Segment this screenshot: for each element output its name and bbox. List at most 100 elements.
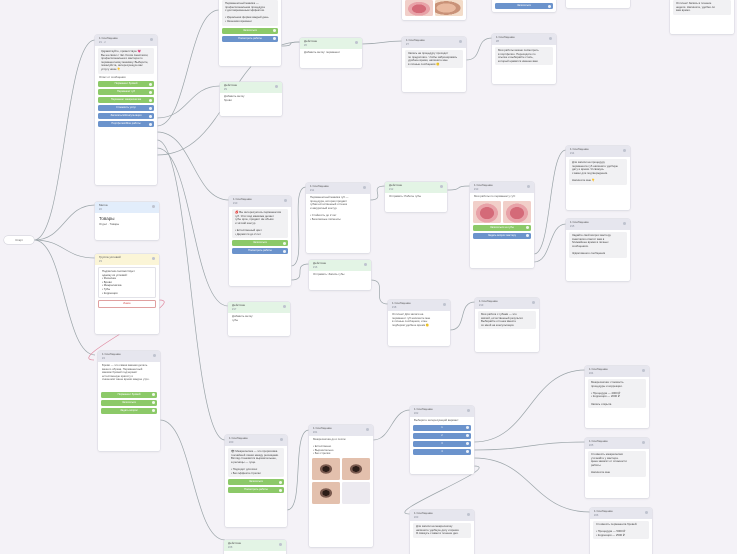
message-node-mid-1[interactable]: 1 Сообщение#11 Перманентный макияж губ —…	[306, 183, 370, 253]
eyes-gallery-node[interactable]: 1 Сообщение#21 Межресничка до и после: •…	[309, 425, 373, 547]
node-header: 1 Сообщение#22	[410, 406, 474, 417]
node-header: 1 Сообщение#14	[566, 146, 630, 157]
book-button[interactable]: Записаться	[495, 3, 553, 9]
connector-line	[156, 9, 220, 127]
book-button[interactable]: Записаться	[101, 399, 157, 406]
image-pair	[405, 0, 463, 16]
message-node-mid-4[interactable]: 1 Сообщение#19 Моя работа с губами — это…	[475, 298, 539, 352]
node-header: Действие#17	[228, 302, 290, 313]
message-text: Здравствуйте, приветствую 💗 Вы на связи …	[98, 48, 154, 74]
ask-button[interactable]: Задать вопрос	[101, 407, 157, 414]
top-message-node[interactable]: Перманентный макияж — профессиональная п…	[219, 0, 281, 66]
book-button[interactable]: Записаться	[232, 240, 288, 247]
connector-line	[361, 40, 403, 45]
action-text: Добавить метку брови	[224, 94, 245, 102]
portfolio-button[interactable]: Портфолио/Мои работы	[98, 121, 154, 128]
message-node-right-2[interactable]: 1 Сообщение#15 Задайте свой вопрос масте…	[566, 219, 630, 281]
action-node-mid-4[interactable]: Действие#17 Добавить метку: губы	[228, 302, 290, 336]
connector-line	[370, 279, 389, 305]
message-node-far-2[interactable]: 1 Сообщение#25 Стоимость межреснички уто…	[585, 438, 649, 498]
connector-line	[33, 39, 96, 241]
node-header: 1 Сообщение#25	[585, 438, 649, 449]
top-strip-node[interactable]: Записаться	[492, 0, 556, 12]
node-header: 1 Сообщение#8	[492, 34, 556, 45]
lash-button[interactable]: Перманент межресничка	[98, 97, 154, 104]
condition-group-node[interactable]: Группа условий#3 Подписчик соответствует…	[95, 254, 159, 334]
message-node-low-2[interactable]: 1 Сообщение#23 Для записи на межресничку…	[410, 510, 474, 554]
node-header: Действие#28	[224, 540, 286, 551]
node-header: Действие#12	[385, 182, 447, 193]
option-4-button[interactable]: 4	[413, 448, 471, 455]
message-text: Стоимость межреснички уточняйте у мастер…	[588, 451, 646, 477]
else-button[interactable]: Иначе	[98, 300, 156, 309]
book-button[interactable]: Записаться	[222, 27, 278, 34]
message-node-far-3[interactable]: 1 Сообщение#26 Стоимость перманента бров…	[590, 508, 652, 554]
action-text: Добавить метку: перманент	[304, 50, 341, 54]
eye-photos-2	[312, 481, 370, 504]
action-node-mid-3[interactable]: Действие#16 Отправить: Запись губы	[309, 260, 371, 290]
connector-line	[473, 457, 591, 513]
node-header: 1 Сообщение#11	[306, 183, 370, 194]
option-1-button[interactable]: 1	[413, 424, 471, 431]
node-header: 1 Сообщение#23	[410, 510, 474, 521]
lips-message-node[interactable]: 1 Сообщение#10 💋 Вы интересуетесь перман…	[229, 196, 291, 286]
message-text: Запись на процедуру проходит по предопла…	[405, 50, 463, 69]
message-node-mid-3[interactable]: 1 Сообщение#18 Отлично! Для записи на пе…	[388, 300, 450, 346]
action-text: Добавить метку: губы	[232, 314, 254, 322]
tag-node[interactable]: Метка#2 Товары Отдел · Товары	[95, 202, 159, 240]
portfolio-button[interactable]: Посмотреть работы	[222, 35, 278, 42]
message-node-top-3[interactable]: 1 Сообщение#8 Мои работы можно посмотрет…	[492, 34, 556, 84]
action-node-bottom[interactable]: Действие#28	[224, 540, 286, 554]
brows-button[interactable]: Перманент бровей	[98, 81, 154, 88]
book-button[interactable]: Записаться	[228, 479, 284, 486]
brows-message-node[interactable]: 1 Сообщение#4 Брови — это самая важная д…	[98, 351, 160, 451]
start-node[interactable]: Старт	[4, 236, 34, 244]
message-text: Отлично! Для записи на перманент губ нап…	[392, 312, 431, 327]
node-header: Действие#6	[300, 38, 362, 49]
message-node-top-2[interactable]: 1 Сообщение#7 Запись на процедуру проход…	[402, 37, 466, 92]
corner-message-node[interactable]: Отлично! Запись в течение недели. Напиши…	[670, 0, 734, 34]
booking-button[interactable]: Записаться/Консультация	[98, 113, 154, 120]
message-text: Для записи на процедуру перманента губ н…	[569, 159, 627, 185]
portfolio-button[interactable]: Посмотреть работы	[232, 248, 288, 255]
ask-master-button[interactable]: Задать вопрос мастеру	[473, 232, 531, 239]
lips-gallery-node[interactable]: 1 Сообщение#13 Мои работы по перманенту …	[470, 182, 534, 268]
connector-line	[290, 263, 310, 281]
book-lips-button[interactable]: Записаться на губы	[473, 224, 531, 231]
message-node-far-1[interactable]: 1 Сообщение#24 Межресничка: стоимость пр…	[585, 366, 649, 428]
lips-button[interactable]: Перманент губ	[98, 89, 154, 96]
message-node-right-1[interactable]: 1 Сообщение#14 Для записи на процедуру п…	[566, 146, 630, 210]
welcome-message-node[interactable]: 1 Сообщение#1 · 2 Здравствуйте, приветст…	[95, 35, 157, 185]
connector-line	[533, 149, 567, 255]
connector-line	[286, 429, 310, 511]
brows-option-button[interactable]: Перманент бровей	[101, 391, 157, 398]
message-node-low-1[interactable]: 1 Сообщение#22 Выберите интересующий вар…	[410, 406, 474, 474]
message-text: 💋 Вы интересуетесь перманентом губ. Этот…	[232, 209, 288, 239]
lash-message-node[interactable]: 1 Сообщение#20 👁 Межресничка — это прори…	[225, 435, 287, 527]
node-header: Метка#2	[95, 202, 159, 213]
connector-line	[33, 204, 96, 241]
node-header: 1 Сообщение#20	[225, 435, 287, 446]
connector-line	[473, 369, 586, 443]
connector-line	[465, 37, 493, 61]
action-node-top[interactable]: Действие#6 Добавить метку: перманент	[300, 38, 362, 68]
condition-text: Подписчик соответствует одному из услови…	[98, 267, 156, 299]
action-node-mid-2[interactable]: Действие#12 Отправить: Работы губы	[385, 182, 447, 212]
message-text: Межресничка до и после: • Естественно • …	[313, 437, 347, 456]
portfolio-button[interactable]: Посмотреть работы	[228, 487, 284, 494]
node-header: 1 Сообщение#4	[98, 351, 160, 362]
node-header: 1 Сообщение#21	[309, 425, 373, 436]
top-strip-node-2[interactable]	[566, 0, 630, 8]
top-gallery-node[interactable]	[402, 0, 466, 20]
tag-subtitle: Отдел · Товары	[99, 222, 120, 226]
node-header: 1 Сообщение#7	[402, 37, 466, 48]
action-node-brows[interactable]: Действие#9 Добавить метку брови	[220, 82, 282, 116]
option-2-button[interactable]: 2	[413, 432, 471, 439]
option-3-button[interactable]: 3	[413, 440, 471, 447]
message-text: Мои работы можно посмотреть в портфолио.…	[495, 47, 553, 66]
prices-button[interactable]: Стоимость услуг	[98, 105, 154, 112]
node-header: 1 Сообщение#26	[590, 508, 652, 519]
message-text: Брови — это самая важная деталь вашего о…	[102, 363, 150, 382]
